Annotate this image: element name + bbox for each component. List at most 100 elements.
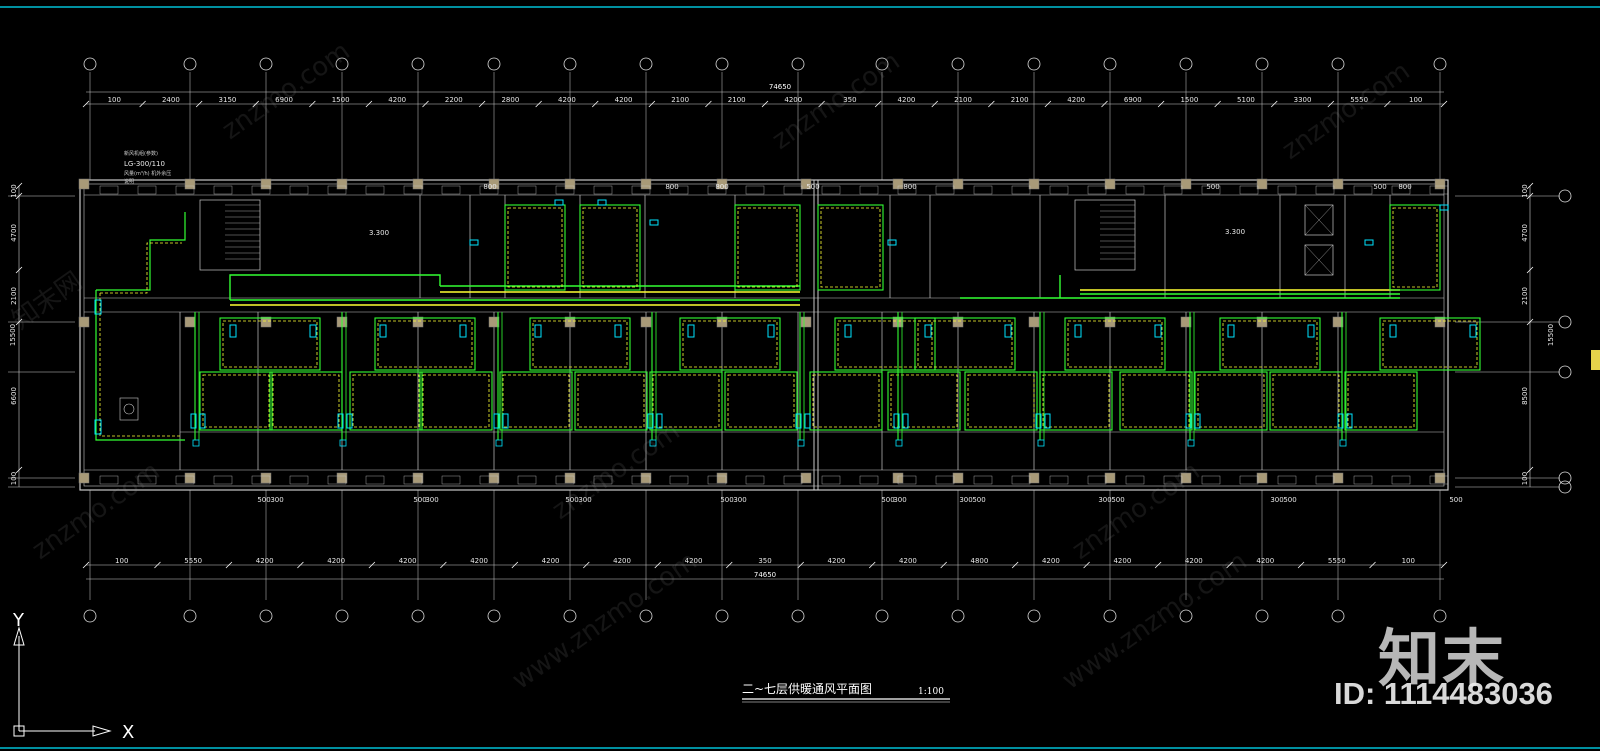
bottom-dim-tick: [725, 561, 733, 569]
grid-bubble-right: [1558, 471, 1572, 485]
bottom-dim-label: 4200: [899, 557, 917, 565]
window-south: [517, 475, 537, 485]
stairwell: [1074, 199, 1136, 271]
structural-column: [800, 316, 812, 328]
structural-column: [260, 316, 272, 328]
grid-bubble-bottom: [1433, 609, 1447, 623]
window-north: [137, 185, 157, 195]
window-north: [213, 185, 233, 195]
window-north: [1087, 185, 1107, 195]
north-room-duct: [504, 204, 566, 291]
right-dim-label: 2100: [1521, 287, 1529, 305]
bottom-dim-tick: [1440, 561, 1448, 569]
fan-coil-unit: [893, 413, 900, 429]
fan-coil-unit: [902, 413, 909, 429]
fan-coil-unit: [1194, 413, 1201, 429]
right-total-dimension: 15500: [1547, 324, 1555, 346]
vent-grille: [597, 199, 607, 206]
bottom-duct-size-label: 500: [1283, 496, 1296, 504]
structural-column: [184, 178, 196, 190]
bottom-dim-label: 4200: [685, 557, 703, 565]
structural-column: [1332, 178, 1344, 190]
top-dim-label: 2100: [1011, 96, 1029, 104]
top-dim-label: 350: [843, 96, 856, 104]
room-duct-loop-dashed: [1122, 374, 1190, 428]
structural-column: [640, 316, 652, 328]
elevator-cross: [1304, 204, 1334, 236]
top-dim-label: 100: [108, 96, 121, 104]
left-dim-label: 2100: [10, 287, 18, 305]
bottom-duct-size-label: 500: [1111, 496, 1124, 504]
structural-column: [336, 472, 348, 484]
equipment-symbol: [119, 397, 139, 421]
structural-column: [1332, 472, 1344, 484]
window-north: [175, 185, 195, 195]
room-duct-loop: [349, 371, 423, 431]
grid-bubble-circle: [1433, 609, 1447, 623]
diffuser-symbol: [339, 439, 347, 447]
bathroom-duct-loop: [529, 317, 631, 371]
window-north: [935, 185, 955, 195]
bottom-dim-tick: [868, 561, 876, 569]
structural-column: [1028, 178, 1040, 190]
exhaust-fan: [1074, 324, 1082, 338]
fan-coil-unit: [502, 413, 509, 429]
fan-coil-unit: [647, 413, 654, 429]
window-south: [327, 475, 347, 485]
window-north: [1315, 185, 1335, 195]
window-north: [517, 185, 537, 195]
grid-bubble-circle: [1103, 609, 1117, 623]
grid-bubble-circle: [639, 609, 653, 623]
grid-bubble-bottom: [1331, 609, 1345, 623]
structural-column: [1434, 472, 1446, 484]
top-dim-tick: [139, 100, 146, 108]
window-north: [251, 185, 271, 195]
window-north: [99, 185, 119, 195]
top-dim-tick: [1270, 100, 1278, 108]
vent-grille: [887, 239, 897, 246]
window-south: [479, 475, 499, 485]
top-dim-label: 2800: [501, 96, 519, 104]
room-duct-loop-dashed: [352, 374, 420, 428]
north-room-duct: [817, 204, 884, 291]
duct-size-label: 500: [1206, 183, 1219, 191]
grid-bubble-circle: [259, 609, 273, 623]
left-dim-label: 4700: [10, 224, 18, 242]
bottom-dim-label: 4200: [1113, 557, 1131, 565]
window-south: [251, 475, 271, 485]
window-south: [1239, 475, 1259, 485]
top-dim-label: 2100: [671, 96, 689, 104]
window-south: [783, 475, 803, 485]
ucs-axis-icon: Y X: [12, 610, 134, 743]
window-south: [365, 475, 385, 485]
grid-bubble-circle: [1433, 57, 1447, 71]
structural-column: [640, 472, 652, 484]
bathroom-duct-loop-dashed: [1222, 320, 1318, 368]
room-duct-loop-dashed: [1197, 374, 1265, 428]
bottom-dim-label: 350: [758, 557, 771, 565]
north-room-duct-dashed: [820, 207, 881, 288]
exhaust-fan: [1469, 324, 1477, 338]
structural-column: [78, 472, 90, 484]
top-dim-tick: [988, 100, 995, 108]
window-south: [1429, 475, 1449, 485]
brand-logo-text: 知末: [1378, 622, 1507, 695]
grid-bubble-right: [1558, 315, 1572, 329]
edge-marker: [1591, 350, 1600, 370]
left-total-dimension: 15500: [9, 324, 17, 346]
top-dim-label: 4200: [388, 96, 406, 104]
window-north: [783, 185, 803, 195]
room-duct-loop: [809, 371, 883, 431]
grid-bubble-bottom: [875, 609, 889, 623]
structural-column: [564, 178, 576, 190]
bottom-duct-size-label: 300: [270, 496, 283, 504]
top-dim-tick: [365, 100, 373, 108]
right-dim-label: 8500: [1521, 387, 1529, 405]
top-dim-tick: [309, 100, 316, 108]
brand-id-label: ID: 1114483036: [1334, 676, 1553, 711]
exhaust-fan: [1154, 324, 1162, 338]
bottom-dim-label: 4200: [470, 557, 488, 565]
room-duct-loop: [1194, 371, 1268, 431]
fan-coil-unit: [346, 413, 353, 429]
